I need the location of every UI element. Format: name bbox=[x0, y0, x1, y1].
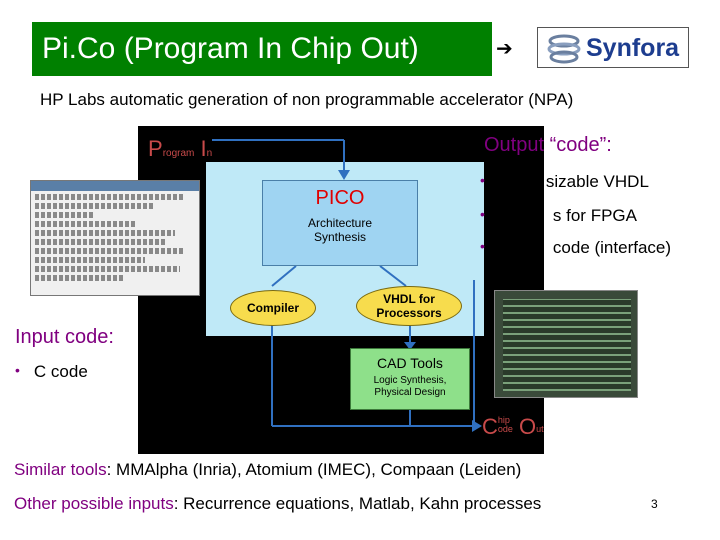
slide-title: Pi.Co (Program In Chip Out) bbox=[32, 22, 492, 76]
program-in-label: Program In bbox=[148, 136, 213, 161]
editor-titlebar bbox=[31, 181, 199, 191]
output-item-3: •code (interface) bbox=[480, 238, 672, 257]
subtitle: HP Labs automatic generation of non prog… bbox=[40, 90, 574, 109]
chip-layout-thumbnail bbox=[494, 290, 638, 398]
vhdl-ellipse: VHDL for Processors bbox=[356, 286, 462, 326]
other-inputs-line: Other possible inputs: Recurrence equati… bbox=[14, 494, 542, 513]
pico-sub1: Architecture bbox=[307, 216, 373, 230]
pico-title: PICO bbox=[315, 187, 365, 209]
logo-text: Synfora bbox=[586, 34, 680, 62]
vhdl-label-2: Processors bbox=[376, 306, 442, 320]
diagram-dark-strip bbox=[488, 126, 544, 276]
code-editor-thumbnail bbox=[30, 180, 200, 296]
other-label: Other possible inputs bbox=[14, 494, 174, 513]
layout-grid bbox=[503, 299, 631, 391]
output-item-1: •sizable VHDL bbox=[480, 172, 649, 191]
synfora-swirl-icon bbox=[547, 34, 581, 64]
compiler-ellipse: Compiler bbox=[230, 290, 316, 326]
pico-sub2: Synthesis bbox=[313, 230, 367, 244]
cad-tools-box: CAD Tools Logic Synthesis, Physical Desi… bbox=[350, 348, 470, 410]
pico-box: PICO Architecture Synthesis bbox=[262, 180, 418, 266]
input-title: Input code: bbox=[15, 326, 118, 349]
input-item: •C code bbox=[15, 362, 88, 381]
vhdl-label-1: VHDL for bbox=[383, 292, 435, 306]
similar-tools-line: Similar tools: MMAlpha (Inria), Atomium … bbox=[14, 460, 522, 479]
compiler-label: Compiler bbox=[246, 301, 299, 315]
similar-label: Similar tools bbox=[14, 460, 107, 479]
cad-sub2: Physical Design bbox=[374, 387, 446, 398]
output-title: Output “code”: bbox=[484, 134, 612, 156]
arrow-right-icon: ➔ bbox=[496, 38, 513, 60]
output-item-2: •s for FPGA bbox=[480, 206, 637, 225]
synfora-logo: Synfora bbox=[537, 27, 689, 68]
cad-sub1: Logic Synthesis, bbox=[373, 375, 447, 386]
cad-title: CAD Tools bbox=[377, 355, 443, 371]
page-number: 3 bbox=[651, 497, 658, 511]
